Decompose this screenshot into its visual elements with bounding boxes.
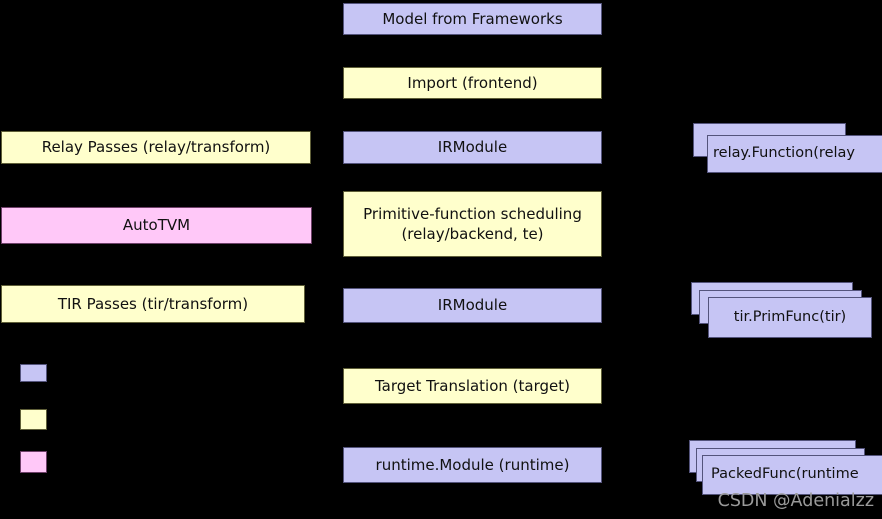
primitive-function-scheduling-box: Primitive-function scheduling (relay/bac…	[343, 191, 602, 257]
tir-primfunc-box: tir.PrimFunc(tir)	[708, 297, 872, 338]
import-frontend-box: Import (frontend)	[343, 67, 602, 99]
irmodule-bottom-label: IRModule	[437, 296, 508, 315]
tir-passes-box: TIR Passes (tir/transform)	[1, 285, 305, 323]
autotvm-label: AutoTVM	[122, 216, 191, 235]
model-from-frameworks-label: Model from Frameworks	[382, 9, 563, 28]
packedfunc-label: PackedFunc(runtime	[711, 466, 859, 483]
tir-primfunc-label: tir.PrimFunc(tir)	[733, 308, 847, 325]
runtime-module-box: runtime.Module (runtime)	[343, 447, 602, 483]
primitive-function-scheduling-line2: (relay/backend, te)	[401, 225, 544, 243]
model-from-frameworks-box: Model from Frameworks	[343, 3, 602, 35]
legend-pink-swatch	[20, 451, 47, 473]
tir-passes-label: TIR Passes (tir/transform)	[57, 294, 249, 313]
target-translation-label: Target Translation (target)	[375, 376, 570, 395]
irmodule-top-box: IRModule	[343, 131, 602, 164]
irmodule-top-label: IRModule	[437, 138, 508, 157]
relay-passes-box: Relay Passes (relay/transform)	[1, 131, 311, 164]
packedfunc-box: PackedFunc(runtime	[702, 455, 882, 495]
legend-yellow-swatch	[20, 409, 47, 430]
csdn-watermark: CSDN @Adenialzz	[717, 491, 874, 511]
relay-passes-label: Relay Passes (relay/transform)	[41, 138, 271, 157]
relay-function-label: relay.Function(relay	[713, 145, 855, 162]
irmodule-bottom-box: IRModule	[343, 288, 602, 323]
target-translation-box: Target Translation (target)	[343, 368, 602, 404]
runtime-module-label: runtime.Module (runtime)	[375, 455, 570, 474]
legend-purple-swatch	[20, 364, 47, 382]
import-frontend-label: Import (frontend)	[407, 73, 538, 92]
relay-function-box: relay.Function(relay	[707, 135, 882, 173]
primitive-function-scheduling-line1: Primitive-function scheduling	[363, 204, 582, 223]
autotvm-box: AutoTVM	[1, 207, 312, 244]
